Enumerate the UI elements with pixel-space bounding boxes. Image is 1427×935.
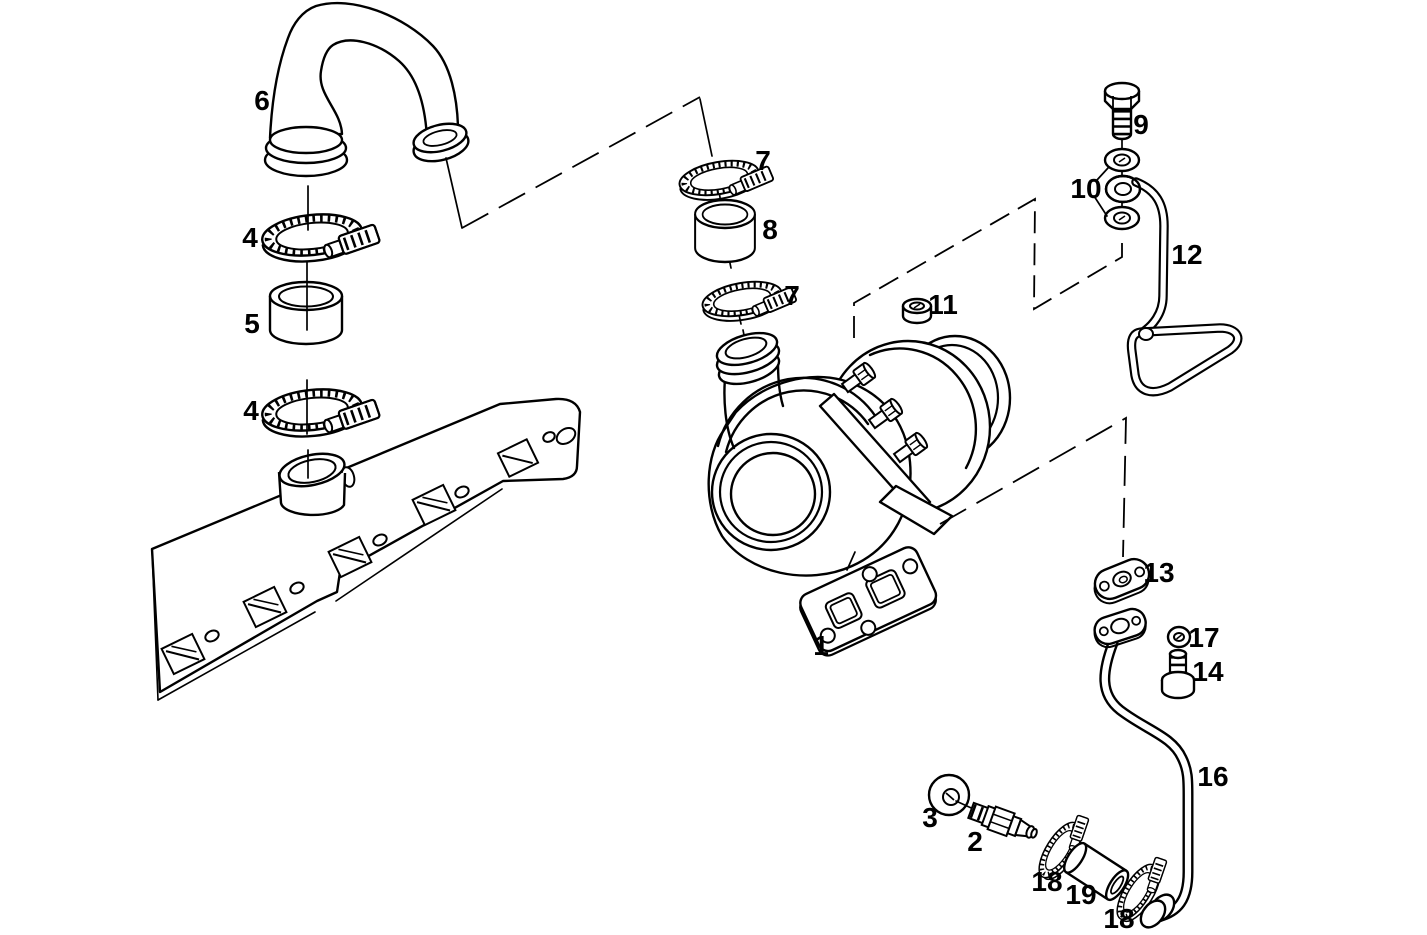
construction-line-oil-feed bbox=[853, 197, 1123, 338]
sleeve-5 bbox=[268, 280, 344, 346]
fitting-2 bbox=[967, 801, 1038, 839]
callouts: 6 4 5 4 7 8 7 9 10 12 11 1 13 17 14 16 3… bbox=[242, 85, 1228, 934]
callout-11: 11 bbox=[928, 289, 958, 320]
callout-1: 1 bbox=[813, 630, 829, 661]
callout-14: 14 bbox=[1192, 656, 1224, 687]
banjo-bolt-9 bbox=[1103, 81, 1141, 151]
turbo-mounting-gasket bbox=[799, 546, 938, 657]
callout-5: 5 bbox=[244, 308, 260, 339]
hose-clamp-4a bbox=[260, 208, 381, 267]
elbow-pipe bbox=[263, 1, 470, 178]
nut-17 bbox=[1166, 625, 1192, 649]
washer-10a bbox=[1103, 147, 1141, 173]
callout-6: 6 bbox=[254, 85, 270, 116]
bolt-14 bbox=[1160, 648, 1196, 700]
hex-nut-11 bbox=[901, 297, 933, 325]
gasket-leader bbox=[846, 551, 856, 571]
turbocharger bbox=[707, 331, 1012, 577]
callout-3: 3 bbox=[922, 802, 938, 833]
leader-10a bbox=[1096, 167, 1109, 181]
exhaust-manifold bbox=[150, 397, 582, 701]
callout-7b: 7 bbox=[784, 280, 800, 311]
washer-10b bbox=[1103, 205, 1141, 231]
callout-13: 13 bbox=[1143, 557, 1174, 588]
flange-gasket-13 bbox=[1093, 557, 1151, 605]
callout-7a: 7 bbox=[755, 145, 771, 176]
callout-4b: 4 bbox=[243, 395, 259, 426]
leader-10b bbox=[1093, 195, 1108, 217]
manifold-hose-stub bbox=[277, 452, 356, 517]
sleeve-8 bbox=[693, 198, 757, 264]
callout-4a: 4 bbox=[242, 222, 258, 253]
callout-10: 10 bbox=[1070, 173, 1101, 204]
callout-18b: 18 bbox=[1103, 903, 1134, 934]
callout-2: 2 bbox=[967, 826, 983, 857]
construction-line-oil-return bbox=[939, 416, 1127, 558]
assembly-axis-left bbox=[306, 185, 309, 479]
callout-9: 9 bbox=[1133, 109, 1149, 140]
callout-12: 12 bbox=[1171, 239, 1202, 270]
callout-16: 16 bbox=[1197, 761, 1228, 792]
hose-19 bbox=[1063, 841, 1130, 902]
oil-feed-pipe bbox=[1104, 171, 1243, 397]
washer-3 bbox=[927, 773, 971, 817]
callout-8: 8 bbox=[762, 214, 778, 245]
oil-return-pipe bbox=[1093, 607, 1194, 929]
hose-clamp-4b bbox=[260, 383, 381, 442]
callout-19: 19 bbox=[1065, 879, 1096, 910]
callout-18a: 18 bbox=[1031, 866, 1062, 897]
callout-17: 17 bbox=[1188, 622, 1219, 653]
